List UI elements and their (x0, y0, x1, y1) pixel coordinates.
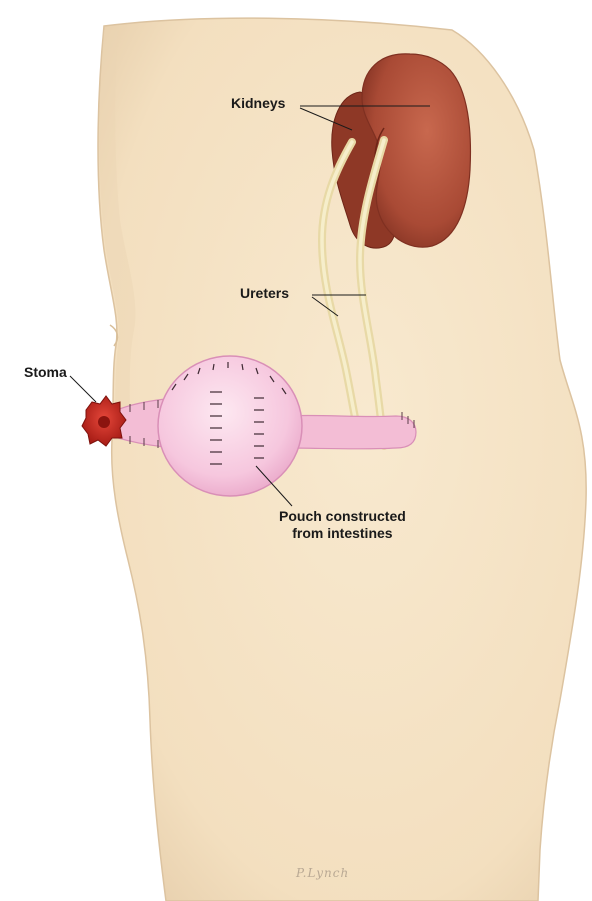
intestinal-pouch (158, 356, 302, 496)
label-stoma: Stoma (24, 364, 67, 381)
label-pouch-line2: from intestines (279, 525, 406, 542)
label-pouch-line1: Pouch constructed (279, 508, 406, 525)
tube-right (286, 415, 416, 448)
artist-signature: P.Lynch (296, 866, 349, 880)
label-kidneys: Kidneys (231, 95, 285, 112)
stoma (82, 396, 126, 446)
label-pouch: Pouch constructed from intestines (279, 508, 406, 542)
label-ureters: Ureters (240, 285, 289, 302)
stoma-leader (70, 376, 96, 402)
